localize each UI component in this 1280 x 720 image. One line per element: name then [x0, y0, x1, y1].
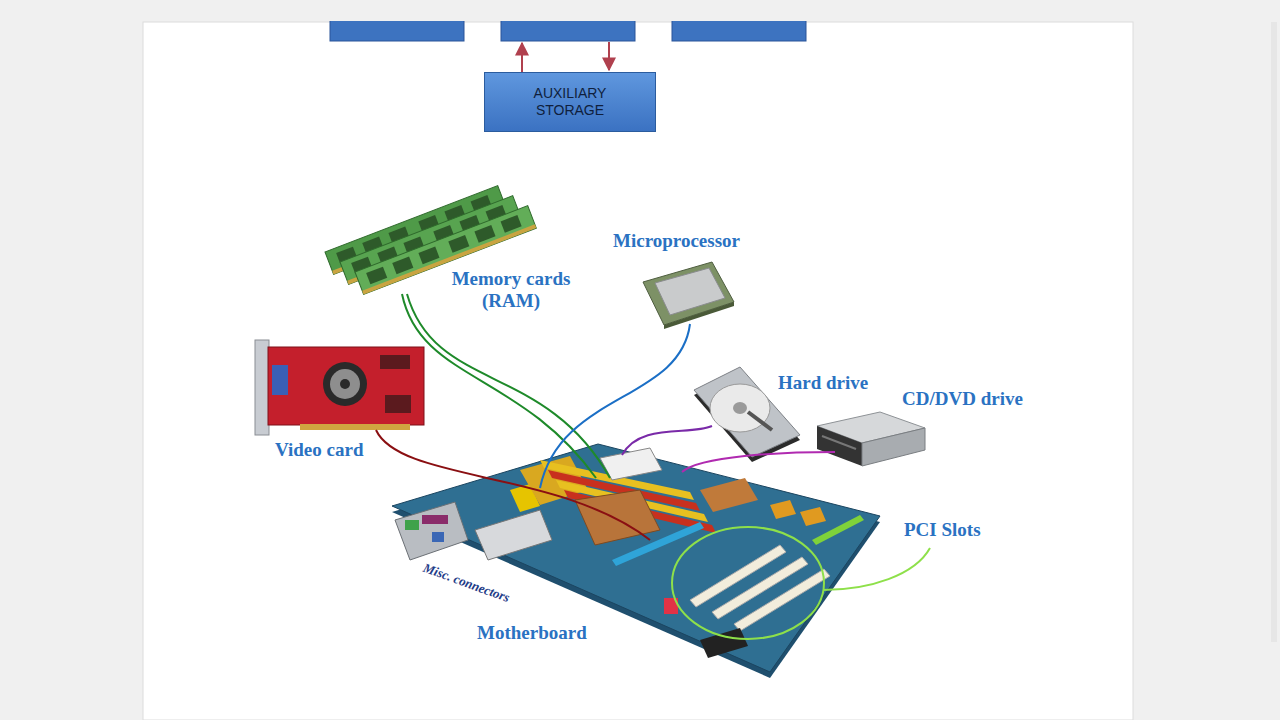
illustration-part: [418, 247, 439, 265]
illustration-part: [700, 478, 758, 512]
illustration-part: [392, 444, 880, 672]
illustration-part: [622, 426, 712, 455]
illustration-part: [862, 428, 925, 466]
illustration-part: [402, 294, 596, 478]
illustration-part: [300, 424, 410, 430]
scrollbar: [1271, 22, 1277, 642]
dvd-drive: [817, 412, 925, 466]
illustration-part: [710, 384, 770, 432]
part-label: Video card: [275, 439, 363, 461]
illustration-part: [664, 302, 734, 329]
storage-box: AUXILIARY STORAGE: [484, 72, 656, 132]
illustration-part: [643, 262, 734, 325]
illustration-part: [612, 522, 704, 566]
illustration-part: [268, 347, 424, 425]
illustration-part: [255, 340, 269, 435]
illustration-part: [608, 42, 610, 70]
illustration-part: [475, 510, 552, 560]
illustration-part: [392, 257, 413, 275]
illustration-part: [521, 43, 523, 72]
illustration-part: [340, 379, 350, 389]
illustration-part: [822, 436, 856, 449]
part-label: PCI Slots: [904, 519, 981, 541]
illustration-part: [272, 365, 288, 395]
illustration-part: [823, 548, 930, 590]
part-label: Memory cards (RAM): [436, 268, 586, 312]
illustration-part: [422, 515, 448, 524]
illustration-part: [733, 402, 747, 414]
illustration-part: [682, 452, 835, 472]
illustration-part: [385, 395, 411, 413]
box-text: AUXILIARY STORAGE: [514, 85, 626, 119]
illustration-part: [448, 235, 469, 253]
illustration-part: [655, 268, 725, 315]
part-label: CD/DVD drive: [902, 388, 1023, 410]
illustration-part: [474, 225, 495, 243]
part-label: Misc. connectors: [421, 560, 512, 605]
cpu-chip: [643, 262, 734, 329]
window-bar: [0, 0, 1280, 21]
illustration-part: [540, 324, 690, 488]
illustration-part: [812, 515, 864, 545]
illustration-part: [432, 532, 444, 542]
part-label: Motherboard: [477, 622, 587, 644]
illustration-part: [376, 430, 650, 540]
illustration-part: [323, 362, 367, 406]
part-label: Microprocessor: [613, 230, 740, 252]
illustration-part: [380, 355, 410, 369]
illustration-part: [700, 628, 748, 658]
leader-wires: [376, 294, 930, 639]
page-sheet: [143, 22, 1133, 720]
illustration-part: [366, 267, 387, 285]
illustration-part: [405, 520, 419, 530]
illustration-part: [330, 369, 360, 399]
video-card: [255, 340, 424, 435]
illustration-part: [770, 500, 796, 519]
illustration-part: [734, 569, 830, 631]
illustration-part: [501, 215, 522, 233]
illustration-part: [800, 507, 826, 526]
part-label: Hard drive: [778, 372, 868, 394]
illustration-part: [748, 412, 772, 430]
illustration-part: [817, 426, 862, 466]
illustration-part: [672, 527, 824, 639]
motherboard-board: [392, 444, 880, 678]
illustration-part: [407, 294, 610, 478]
illustration-part: [395, 502, 468, 560]
transfer-arrows: [522, 42, 609, 72]
